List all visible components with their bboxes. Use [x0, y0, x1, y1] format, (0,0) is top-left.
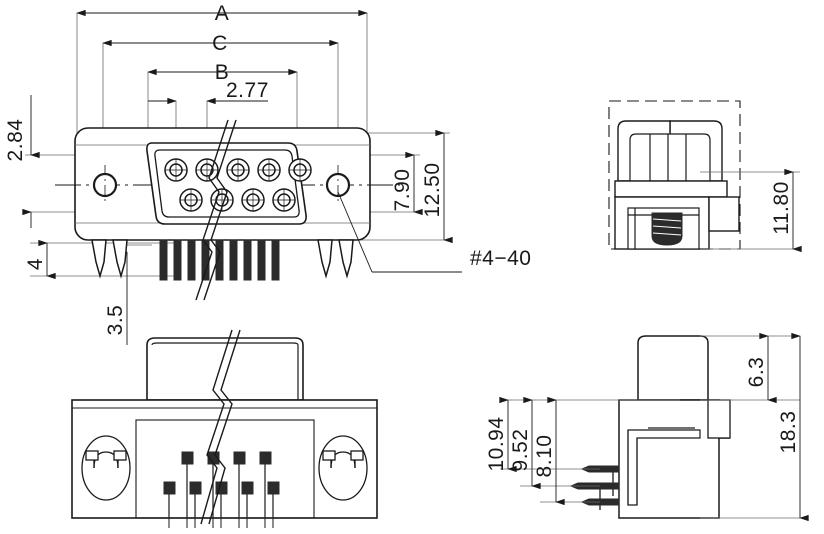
label-dimension-side-top: 6.3: [745, 357, 768, 388]
bottom-view-shell-inner: [151, 342, 299, 400]
label-dimension-detail-height: 11.80: [770, 181, 793, 235]
board-lock-left: [91, 239, 128, 279]
label-dimension-pin-row-b: 9.52: [509, 429, 532, 472]
bottom-view-flange-inner: [72, 407, 377, 519]
bottom-view-boardlock-left: [81, 435, 131, 501]
label-dimension-b: B: [215, 61, 230, 84]
label-dimension-pin-row-a: 10.94: [485, 416, 508, 471]
board-lock-right: [317, 239, 354, 279]
side-view-shell-top: [637, 335, 709, 401]
contact-hole-row-top-cross: [165, 159, 311, 181]
label-dimension-hole-height: 7.90: [391, 169, 414, 212]
label-dimension-top-offset: 2.84: [4, 119, 27, 162]
bottom-view-boardlock-right: [318, 435, 368, 501]
bottom-view-pins-short: [163, 481, 280, 495]
detail-view-hex-flutes: [629, 133, 711, 182]
leader-line-thread: [337, 191, 462, 273]
bottom-view-shell: [146, 337, 304, 401]
detail-view-thread-ridges: [652, 218, 682, 236]
extension-lines-detail: [700, 171, 800, 250]
bottom-view-pin-tips: [168, 518, 274, 528]
label-dimension-flange-height: 12.50: [421, 162, 444, 217]
label-thread-callout: #4−40: [470, 247, 531, 270]
side-view-pin-drops: [599, 472, 614, 510]
label-dimension-pitch: 2.77: [226, 79, 269, 102]
break-line-bottom: [200, 329, 241, 525]
detail-view-flange-plate: [614, 180, 728, 198]
label-dimension-a: A: [215, 2, 230, 25]
side-view-inner-cavity: [627, 427, 701, 506]
dimension-line-35: [118, 244, 152, 345]
label-dimension-pin-standoff: 3.5: [104, 305, 127, 336]
label-dimension-side-total: 18.3: [777, 411, 800, 454]
bottom-view-pins-short-stems: [168, 494, 274, 518]
front-view-solder-pins: [159, 239, 280, 281]
side-view-tab: [707, 399, 731, 439]
detail-view-screw-thread: [651, 212, 683, 246]
break-line-front: [195, 119, 237, 301]
label-dimension-leg-height: 4: [24, 258, 47, 270]
label-dimension-pin-row-c: 8.10: [533, 435, 556, 478]
side-view-pins: [569, 465, 620, 506]
label-dimension-c: C: [212, 32, 228, 55]
contact-hole-row-bottom-cross: [180, 189, 295, 211]
